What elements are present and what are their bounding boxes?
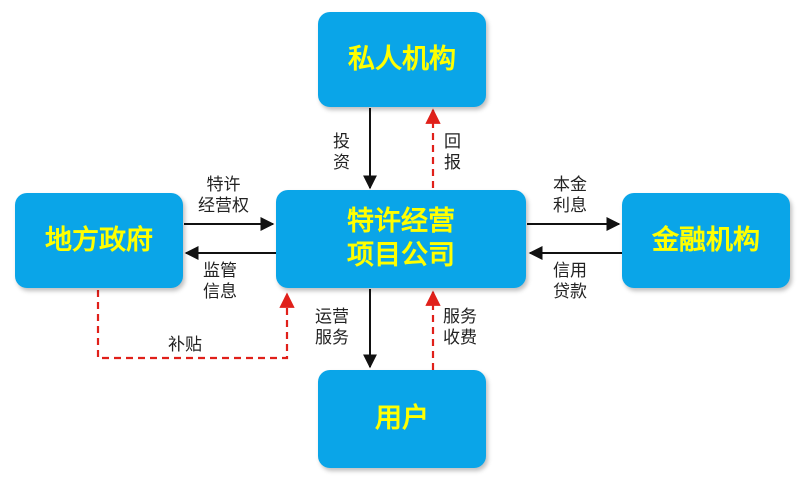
label-operation-service: 运营 服务 [315, 307, 349, 348]
label-return: 回 报 [444, 132, 461, 173]
node-financial-org: 金融机构 [622, 193, 790, 288]
label-supervision-info: 监管 信息 [203, 261, 237, 302]
label-service-fee: 服务 收费 [443, 307, 477, 348]
node-private-org: 私人机构 [318, 12, 486, 107]
node-project-company-label: 特许经营 项目公司 [347, 206, 455, 271]
label-subsidy: 补贴 [168, 335, 202, 355]
label-franchise-rights: 特许 经营权 [198, 175, 249, 216]
node-private-org-label: 私人机构 [348, 43, 456, 75]
label-investment: 投 资 [333, 132, 350, 173]
node-local-gov-label: 地方政府 [45, 224, 153, 256]
node-local-gov: 地方政府 [15, 193, 183, 288]
label-principal-interest: 本金 利息 [553, 175, 587, 216]
node-users: 用户 [318, 370, 486, 468]
arrow-subsidy [96, 290, 295, 360]
label-credit-loan: 信用 贷款 [553, 261, 587, 302]
node-users-label: 用户 [375, 403, 429, 434]
node-project-company: 特许经营 项目公司 [276, 190, 526, 288]
node-financial-org-label: 金融机构 [652, 224, 760, 256]
